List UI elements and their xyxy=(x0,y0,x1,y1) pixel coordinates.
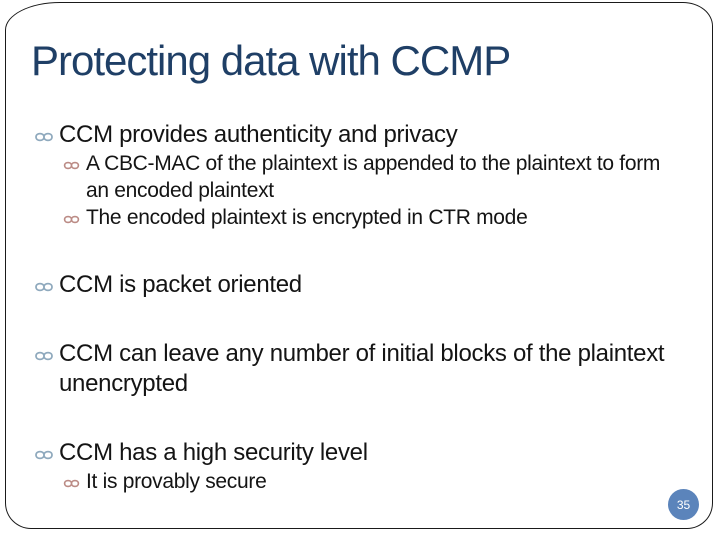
slide-title: Protecting data with CCMP xyxy=(31,37,511,84)
swirl-bullet-icon xyxy=(33,120,59,150)
bullet-item-text: CCM has a high security level xyxy=(59,439,368,466)
bullet-item: A CBC-MAC of the plaintext is appended t… xyxy=(62,150,685,204)
bullet-item: It is provably secure xyxy=(62,468,685,495)
bullet-item: CCM provides authenticity and privacy xyxy=(33,120,685,150)
slide-body: CCM provides authenticity and privacy A … xyxy=(33,120,685,495)
swirl-bullet-icon xyxy=(62,468,86,495)
swirl-bullet-icon xyxy=(33,339,59,369)
bullet-item: The encoded plaintext is encrypted in CT… xyxy=(62,204,685,231)
bullet-item-text: A CBC-MAC of the plaintext is appended t… xyxy=(86,152,661,202)
bullet-item-text: The encoded plaintext is encrypted in CT… xyxy=(86,206,528,229)
swirl-bullet-icon xyxy=(33,438,59,468)
page-number: 35 xyxy=(676,497,691,512)
bullet-item: CCM is packet oriented xyxy=(33,270,685,300)
swirl-bullet-icon xyxy=(33,270,59,300)
bullet-item-text: CCM is packet oriented xyxy=(59,271,302,298)
bullet-item-text: It is provably secure xyxy=(86,470,267,493)
bullet-item-text: CCM can leave any number of initial bloc… xyxy=(59,340,665,397)
bullet-item: CCM has a high security level xyxy=(33,438,685,468)
bullet-item: CCM can leave any number of initial bloc… xyxy=(33,339,685,399)
page-number-badge: 35 xyxy=(668,489,699,520)
bullet-item-text: CCM provides authenticity and privacy xyxy=(59,121,458,148)
swirl-bullet-icon xyxy=(62,150,86,177)
swirl-bullet-icon xyxy=(62,204,86,231)
